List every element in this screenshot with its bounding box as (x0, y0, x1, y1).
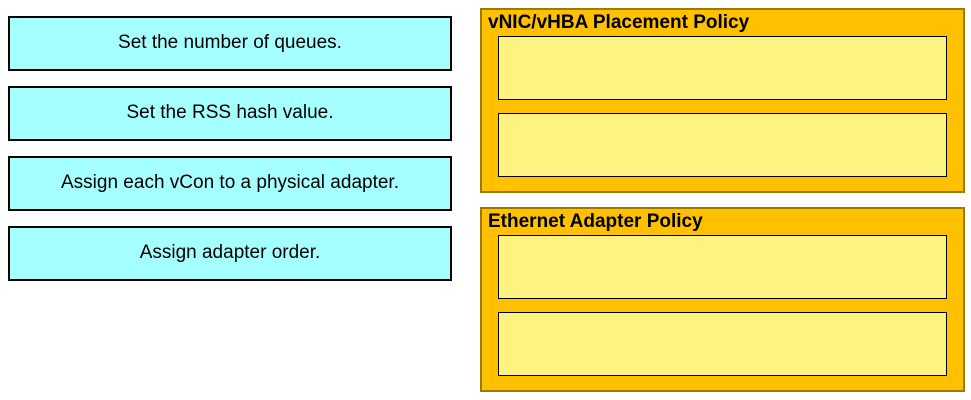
panel-title: vNIC/vHBA Placement Policy (488, 12, 750, 33)
drop-panel-ethernet-adapter-policy: Ethernet Adapter Policy (480, 207, 965, 392)
drag-item-set-number-of-queues[interactable]: Set the number of queues. (8, 16, 452, 71)
drag-items-column: Set the number of queues. Set the RSS ha… (8, 16, 452, 281)
drag-item-label: Set the number of queues. (118, 32, 342, 54)
drop-slot[interactable] (498, 112, 947, 177)
drop-slot[interactable] (498, 234, 947, 299)
drag-item-set-rss-hash-value[interactable]: Set the RSS hash value. (8, 86, 452, 141)
drag-item-label: Assign each vCon to a physical adapter. (61, 172, 399, 194)
drop-panel-vnic-vhba-placement-policy: vNIC/vHBA Placement Policy (480, 8, 965, 193)
drag-item-assign-adapter-order[interactable]: Assign adapter order. (8, 226, 452, 281)
panel-title: Ethernet Adapter Policy (488, 211, 703, 232)
drop-slot[interactable] (498, 35, 947, 100)
drag-item-label: Assign adapter order. (139, 242, 321, 264)
drop-slot[interactable] (498, 311, 947, 376)
drag-item-label: Set the RSS hash value. (126, 102, 334, 124)
drag-item-assign-vcon-physical-adapter[interactable]: Assign each vCon to a physical adapter. (8, 156, 452, 211)
drop-panels-column: vNIC/vHBA Placement Policy Ethernet Adap… (480, 8, 965, 392)
